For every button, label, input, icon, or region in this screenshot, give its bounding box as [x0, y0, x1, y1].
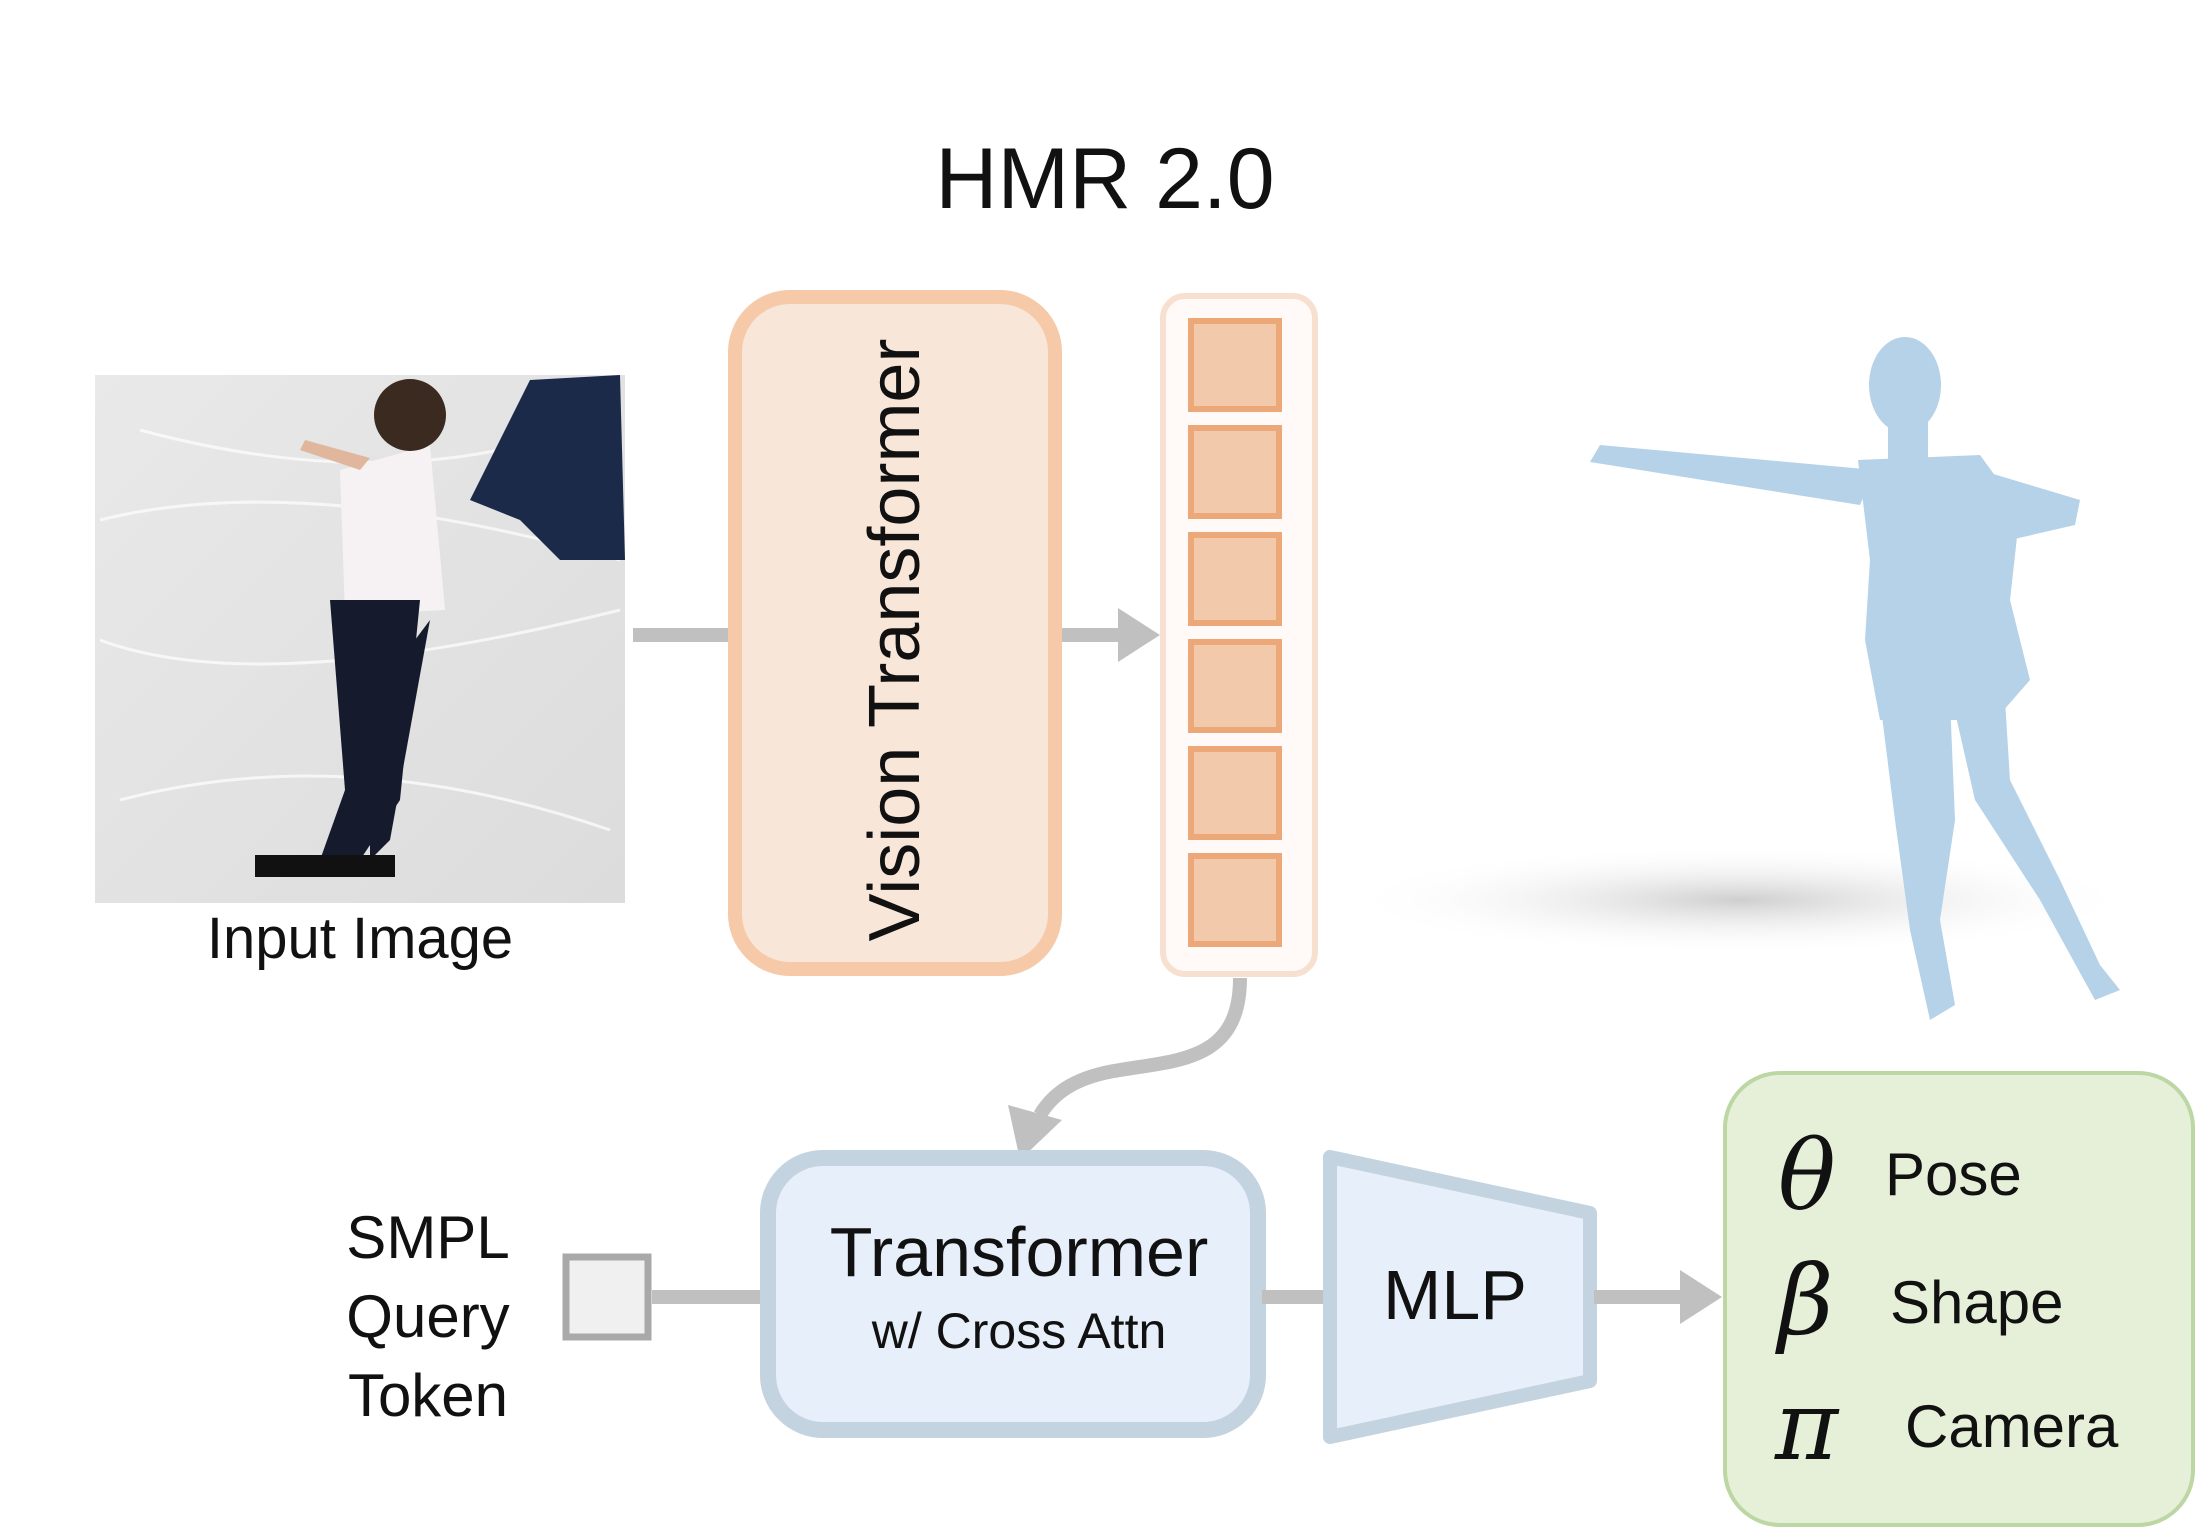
partner-figure — [470, 375, 625, 560]
token-square — [1188, 318, 1282, 412]
shape-label: Shape — [1890, 1269, 2064, 1336]
query-token-box — [562, 1253, 652, 1341]
query-token-label: SMPL Query Token — [298, 1198, 558, 1435]
camera-symbol: π — [1775, 1370, 1839, 1482]
pose-label: Pose — [1885, 1141, 2022, 1208]
encoder-label: Vision Transformer — [855, 338, 935, 942]
token-square — [1188, 532, 1282, 626]
input-image-caption: Input Image — [206, 906, 514, 971]
input-image — [95, 375, 625, 903]
pose-symbol: θ — [1778, 1120, 1836, 1232]
token-square — [1188, 639, 1282, 733]
decoder-box — [760, 1150, 1266, 1438]
camera-label: Camera — [1905, 1393, 2119, 1460]
token-square — [1188, 853, 1282, 947]
shape-symbol: β — [1778, 1245, 1834, 1357]
query-token-line: Query — [346, 1283, 510, 1350]
token-square — [1188, 746, 1282, 840]
query-token-line: Token — [347, 1362, 509, 1429]
token-square — [1188, 425, 1282, 519]
arrow-tokens-to-decoder-head — [1008, 1105, 1062, 1160]
decoder-title: Transformer — [829, 1213, 1209, 1291]
arrow-tokens-to-decoder-shaft — [1033, 977, 1247, 1119]
decoder-subtitle: w/ Cross Attn — [871, 1303, 1167, 1359]
diagram-title: HMR 2.0 — [935, 131, 1275, 227]
query-token-line: SMPL — [346, 1204, 510, 1271]
arrow-mlp-to-outputs-head — [1680, 1270, 1722, 1324]
encoder-box — [728, 290, 1062, 976]
token-list — [1188, 318, 1282, 947]
outputs-box — [1723, 1071, 2195, 1527]
arrow-encoder-to-tokens-head — [1118, 608, 1160, 662]
mlp-label: MLP — [1383, 1256, 1527, 1334]
mesh-output — [1340, 337, 2140, 1020]
mlp-box — [1323, 1150, 1597, 1444]
